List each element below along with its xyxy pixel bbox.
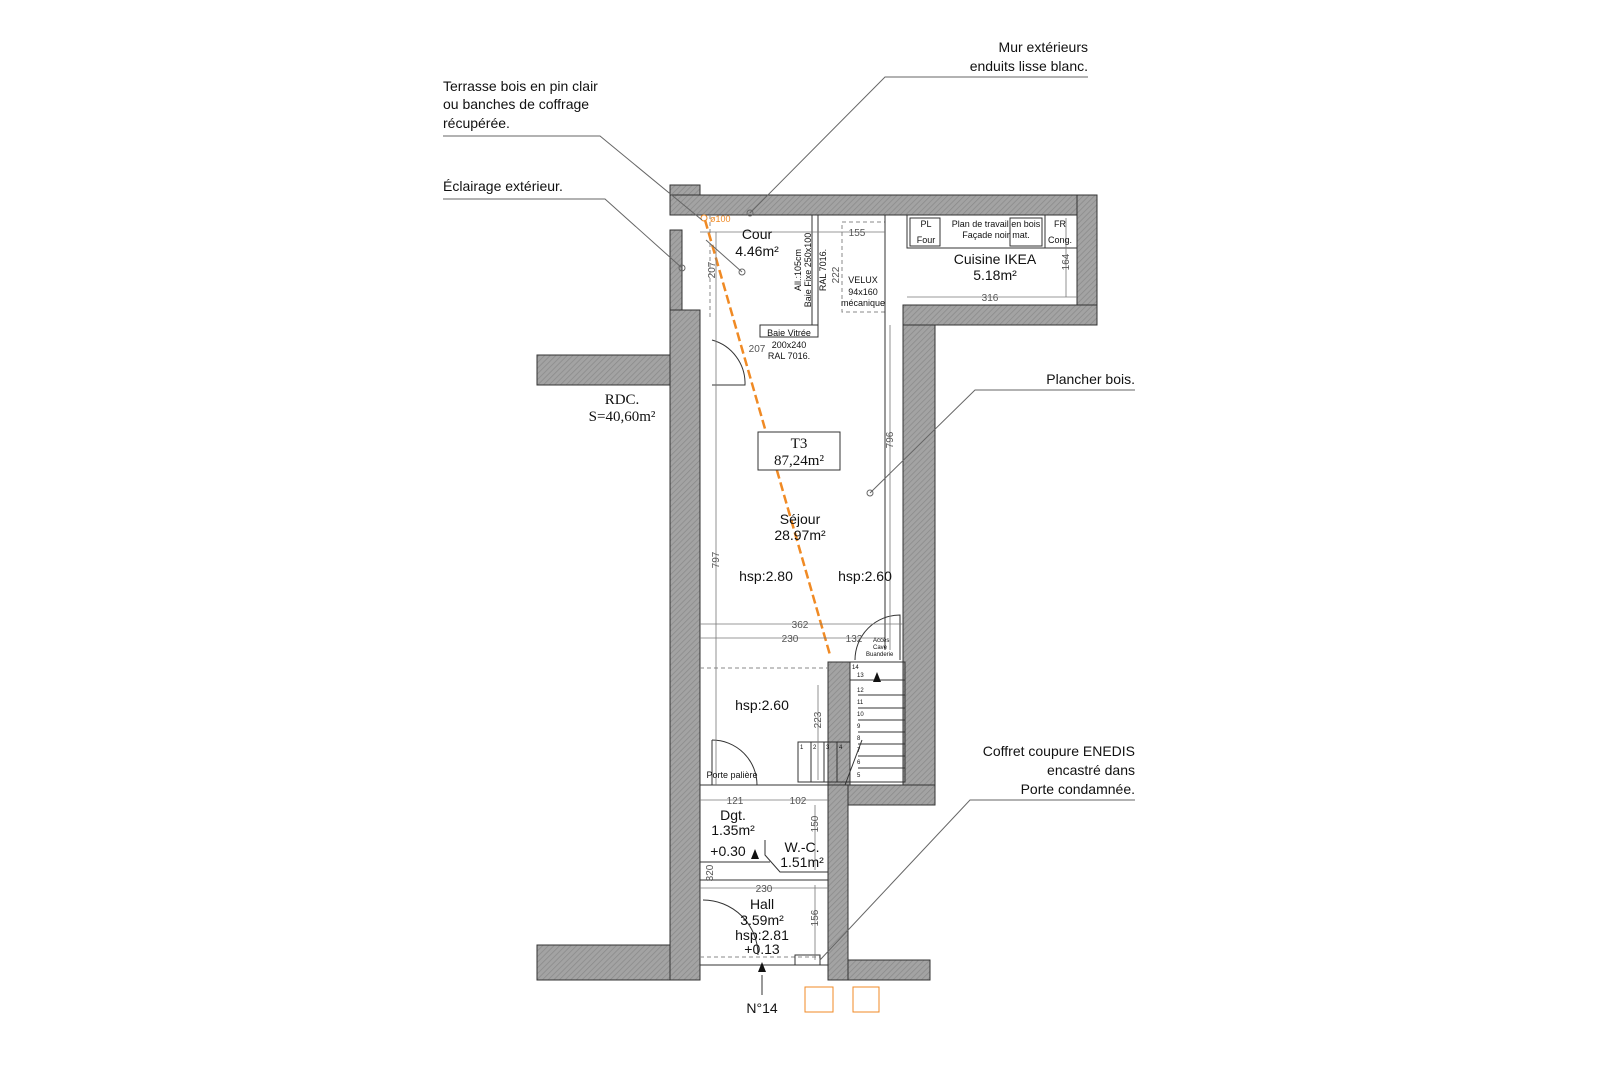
dimension-label: 207 [707, 261, 718, 278]
hsp-hall: hsp:2.81 [735, 927, 789, 943]
dimension-label: 223 [813, 711, 824, 728]
room-name-wc: W.-C. [785, 839, 820, 855]
note-baie-vitree-size: 200x240 [772, 340, 807, 350]
stair-number: 11 [857, 700, 864, 706]
dimension-label: 796 [885, 431, 896, 448]
stair-number: 5 [857, 773, 861, 779]
unit-area: 87,24m² [774, 453, 824, 469]
dimension-label: 132 [846, 634, 863, 645]
dimension-label: 362 [792, 620, 809, 631]
interior-lines [700, 214, 1078, 966]
dimension-label: 150 [810, 815, 821, 832]
room-area-cour: 4.46m² [735, 243, 779, 259]
note-ral-fixe: RAL 7016. [818, 249, 828, 291]
room-name-hall: Hall [750, 896, 774, 912]
unit-name: T3 [791, 436, 808, 452]
note-baie-vitree-ral: RAL 7016. [768, 351, 810, 361]
hsp-sejour-right: hsp:2.60 [838, 568, 892, 584]
room-area-dgt: 1.35m² [711, 822, 755, 838]
room-name-cour: Cour [742, 226, 773, 242]
dimension-label: 155 [849, 228, 866, 239]
walls [536, 184, 1098, 981]
note-fr: FR [1054, 219, 1066, 229]
note-porte-paliere: Porte palière [706, 770, 757, 780]
stair-number: 4 [839, 745, 843, 751]
street-number: N°14 [746, 1000, 777, 1016]
dimension-label: 164 [1061, 253, 1072, 270]
stair-number: 6 [857, 760, 861, 766]
note-pl: PL [920, 219, 931, 229]
note-baie-vitree: Baie Vitrée [767, 328, 811, 338]
dimension-lines [700, 218, 1077, 960]
note-baie-fixe: Baie Fixe 250x100 [803, 233, 813, 308]
note-kitchen-worktop: Plan de travail en bois [952, 219, 1041, 229]
annotation-coffret: encastré dans [1047, 762, 1135, 778]
orange-box [852, 986, 880, 1013]
hsp-entry: hsp:2.60 [735, 697, 789, 713]
hsp-sejour-left: hsp:2.80 [739, 568, 793, 584]
stair-number: 9 [857, 724, 861, 730]
note-cong: Cong. [1048, 235, 1072, 245]
stair-number: 10 [857, 712, 864, 718]
annotation-terrasse: ou banches de coffrage [443, 96, 589, 112]
pipe-label: ø100 [710, 214, 731, 224]
dimension-label: 156 [810, 909, 821, 926]
stair-number: 8 [857, 736, 861, 742]
note-cave: Cave [873, 645, 888, 651]
level-arrow [751, 849, 759, 859]
stair-number: 1 [800, 745, 804, 751]
room-area-cuisine: 5.18m² [973, 267, 1017, 283]
level-dgt: +0.30 [710, 843, 746, 859]
note-buanderie: Buanderie [866, 652, 894, 658]
stair-number: 7 [857, 748, 861, 754]
dimension-label: 222 [831, 266, 842, 283]
annotation-terrasse: récupérée. [443, 115, 510, 131]
annotation-terrasse: Terrasse bois en pin clair [443, 78, 598, 94]
unit-box [757, 431, 841, 471]
annotation-mur: Mur extérieurs [999, 39, 1088, 55]
dimension-label: 121 [727, 796, 744, 807]
stair-number: 13 [857, 673, 864, 679]
dimension-label: 230 [756, 884, 773, 895]
annotation-coffret: Porte condamnée. [1021, 781, 1135, 797]
room-area-wc: 1.51m² [780, 854, 824, 870]
note-allege: All.:105cm [793, 249, 803, 291]
annotation-leaders [443, 76, 1135, 961]
room-name-cuisine: Cuisine IKEA [954, 251, 1037, 267]
stair-number: 14 [852, 665, 859, 671]
dimension-label: 320 [705, 864, 716, 881]
dimension-label: 207 [749, 344, 766, 355]
room-name-dgt: Dgt. [720, 807, 746, 823]
note-four: Four [917, 235, 936, 245]
dimension-label: 102 [790, 796, 807, 807]
annotation-eclairage: Éclairage extérieur. [443, 178, 563, 194]
dimension-label: 230 [782, 634, 799, 645]
level-hall: +0.13 [744, 941, 780, 957]
note-velux-size: 94x160 [848, 287, 878, 297]
orange-box [804, 986, 834, 1013]
annotation-coffret: Coffret coupure ENEDIS [983, 743, 1135, 759]
surface-label: S=40,60m² [589, 409, 656, 425]
stair-number: 12 [857, 688, 864, 694]
note-velux: VELUX [848, 275, 878, 285]
dimension-label: 316 [982, 293, 999, 304]
level-label: RDC. [605, 392, 640, 408]
annotation-mur: enduits lisse blanc. [970, 58, 1088, 74]
note-kitchen-facade: Façade noir mat. [962, 230, 1030, 240]
room-area-sejour: 28.97m² [774, 527, 826, 543]
note-velux-type: mécanique [841, 298, 885, 308]
room-name-sejour: Séjour [780, 511, 821, 527]
room-area-hall: 3.59m² [740, 912, 784, 928]
dimension-label: 797 [711, 551, 722, 568]
annotation-plancher: Plancher bois. [1046, 371, 1135, 387]
note-acces: Accès [873, 638, 889, 644]
stair-number: 3 [826, 745, 830, 751]
staircase: 14 13 12 11 10 9 8 7 6 5 1 2 3 4 [797, 661, 906, 786]
stair-number: 2 [813, 745, 817, 751]
